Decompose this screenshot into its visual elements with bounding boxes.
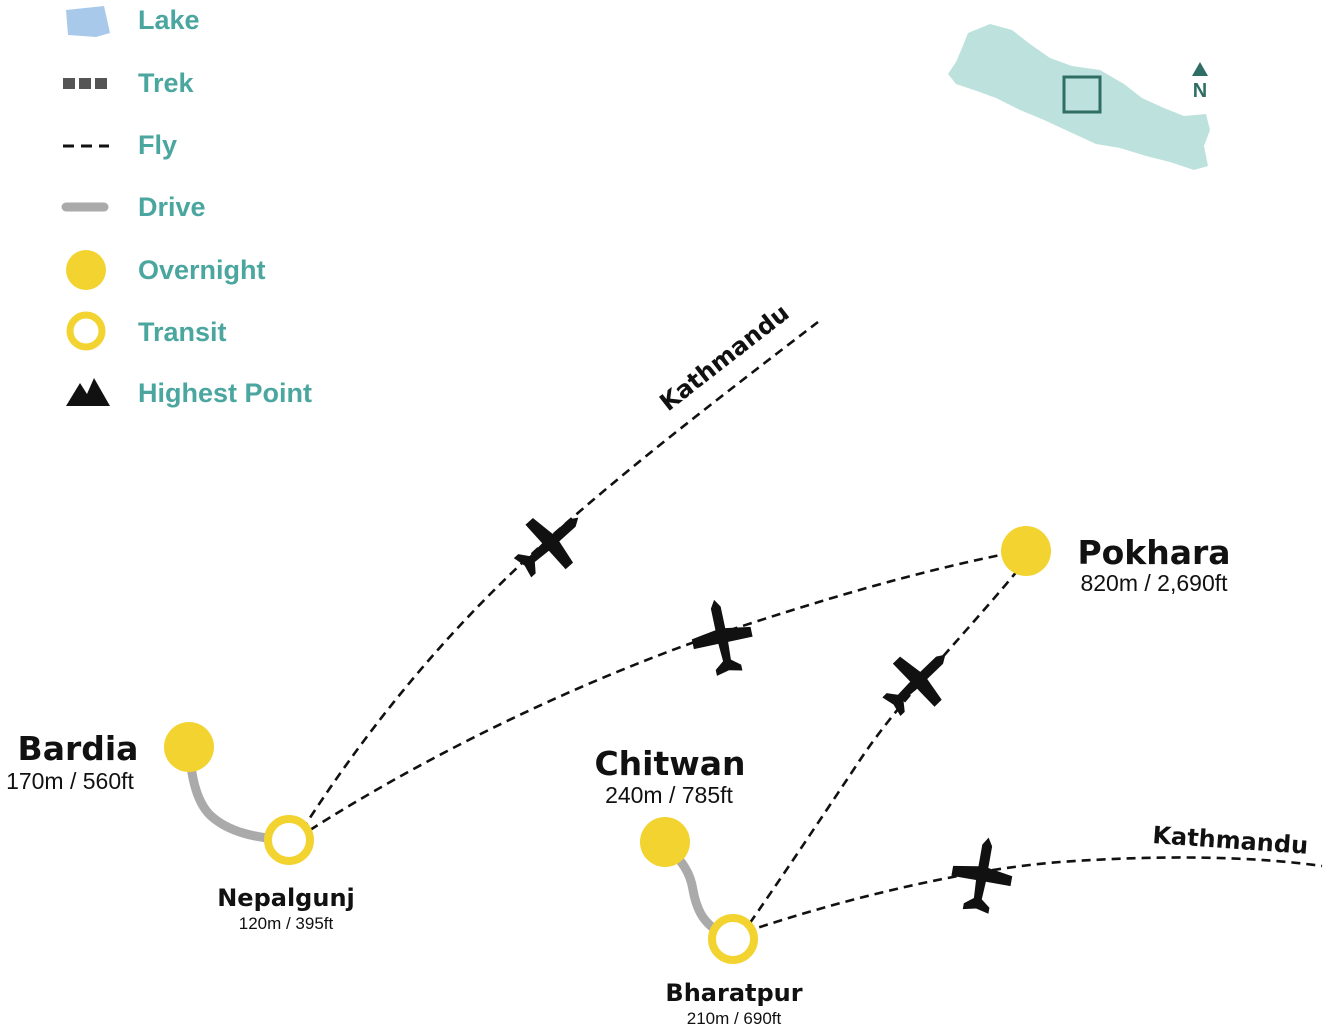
place-alt-nepalgunj: 120m / 395ft [239, 914, 334, 933]
route-label-kathmandu-east: Kathmandu [1152, 821, 1309, 860]
place-alt-chitwan: 240m / 785ft [605, 782, 733, 808]
route-label-kathmandu-north: Kathmandu [654, 299, 794, 417]
mountain-icon [66, 378, 110, 406]
flight-bharatpur-kathmandu [744, 856, 1323, 934]
place-bharatpur: Bharatpur 210m / 690ft [665, 979, 802, 1028]
legend-overnight: Overnight [66, 250, 266, 290]
place-alt-pokhara: 820m / 2,690ft [1080, 570, 1228, 596]
marker-chitwan [640, 817, 690, 867]
transit-ring-icon [66, 311, 106, 351]
inset-country-shape [948, 24, 1210, 170]
marker-bharatpur [708, 914, 758, 964]
legend-trek: Trek [63, 68, 195, 98]
trek-line-icon [63, 78, 107, 89]
legend-highest-point: Highest Point [66, 378, 312, 408]
place-nepalgunj: Nepalgunj 120m / 395ft [217, 884, 355, 933]
place-alt-bardia: 170m / 560ft [6, 768, 134, 794]
place-name-chitwan: Chitwan [594, 744, 745, 783]
legend-highest-point-label: Highest Point [138, 378, 312, 408]
legend-fly-label: Fly [138, 130, 177, 160]
flight-nepalgunj-pokhara [309, 548, 1027, 832]
flight-pokhara-bharatpur [743, 569, 1020, 931]
place-name-nepalgunj: Nepalgunj [217, 884, 355, 912]
marker-nepalgunj [264, 815, 314, 865]
legend-lake: Lake [66, 5, 200, 37]
legend-transit: Transit [66, 311, 227, 351]
place-name-pokhara: Pokhara [1077, 533, 1230, 572]
flight-nepalgunj-kathmandu [300, 320, 819, 831]
plane-icon [870, 633, 967, 729]
legend-fly: Fly [63, 130, 177, 160]
legend-lake-label: Lake [138, 5, 200, 35]
place-name-bardia: Bardia [18, 729, 139, 768]
place-name-bharatpur: Bharatpur [665, 979, 802, 1007]
legend-drive: Drive [61, 192, 206, 222]
legend-transit-label: Transit [138, 317, 227, 347]
plane-icon [946, 832, 1019, 917]
legend-trek-label: Trek [138, 68, 195, 98]
marker-pokhara [1001, 526, 1051, 576]
place-alt-bharatpur: 210m / 690ft [687, 1009, 782, 1028]
marker-bardia [164, 722, 214, 772]
place-pokhara: Pokhara 820m / 2,690ft [1077, 533, 1230, 596]
place-bardia: Bardia 170m / 560ft [6, 729, 138, 794]
north-arrow-icon [1192, 62, 1208, 76]
overnight-dot-icon [66, 250, 106, 290]
north-label: N [1193, 80, 1207, 102]
inset-region-frame [1062, 75, 1102, 114]
plane-icon [684, 593, 760, 680]
legend-drive-label: Drive [138, 192, 206, 222]
flight-routes [300, 320, 1323, 934]
lake-icon [66, 6, 110, 37]
place-chitwan: Chitwan 240m / 785ft [594, 744, 745, 808]
legend: Lake Trek Fly Drive Overnight Transit [61, 5, 312, 408]
inset-map: N [948, 24, 1210, 170]
legend-overnight-label: Overnight [138, 255, 266, 285]
